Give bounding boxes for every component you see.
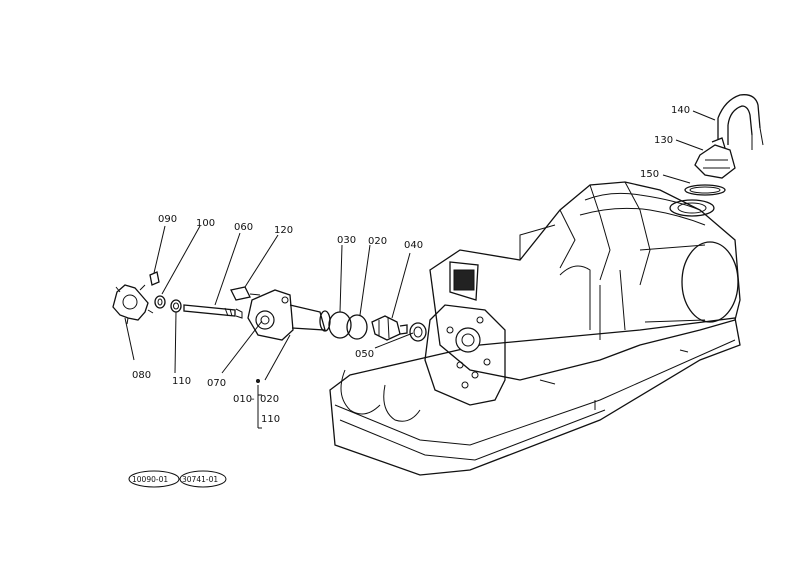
label-080: 080	[132, 370, 151, 381]
label-030: 030	[337, 235, 356, 246]
hose-part-140	[717, 94, 764, 150]
assembly-line1: 020	[260, 394, 279, 405]
engine-housing	[329, 181, 741, 476]
reference-code-labels: 10090-01 30741-01	[132, 475, 218, 484]
label-150: 150	[640, 169, 659, 180]
fitting-part-130	[694, 137, 736, 179]
assembly-bracket	[256, 379, 262, 429]
pin-part-090	[149, 271, 160, 286]
knob-part-080	[112, 284, 154, 325]
assembly-main-label: 010	[233, 394, 252, 405]
assembly-dash: -	[251, 394, 255, 405]
label-070: 070	[207, 378, 226, 389]
leader-lines	[124, 110, 716, 381]
label-130: 130	[654, 135, 673, 146]
cylinder-body	[247, 289, 331, 341]
washer-part-100	[154, 295, 166, 309]
label-140: 140	[671, 105, 690, 116]
port-boss	[669, 199, 715, 217]
assembly-note: 010 - 020 110	[233, 394, 280, 425]
oring-part-020	[346, 314, 368, 340]
ref-code-right: 30741-01	[182, 475, 218, 484]
oring-part-110	[170, 299, 182, 313]
label-120: 120	[274, 225, 293, 236]
label-110: 110	[172, 376, 191, 387]
plug-part-120	[230, 286, 261, 301]
oring-part-150	[684, 184, 726, 196]
assembly-line2: 110	[261, 414, 280, 425]
ref-code-left: 10090-01	[132, 475, 168, 484]
label-060: 060	[234, 222, 253, 233]
part-number-labels: 140 130 150 090 100 060 120 030 020 040 …	[132, 105, 690, 389]
washer-part-050	[409, 322, 427, 342]
label-090: 090	[158, 214, 177, 225]
label-100: 100	[196, 218, 215, 229]
shaft-part-060	[183, 304, 243, 319]
label-020: 020	[368, 236, 387, 247]
front-cover-plate	[424, 304, 506, 406]
reference-codes	[128, 470, 227, 488]
label-040: 040	[404, 240, 423, 251]
nozzle-part-040	[371, 315, 408, 341]
label-050: 050	[355, 349, 374, 360]
